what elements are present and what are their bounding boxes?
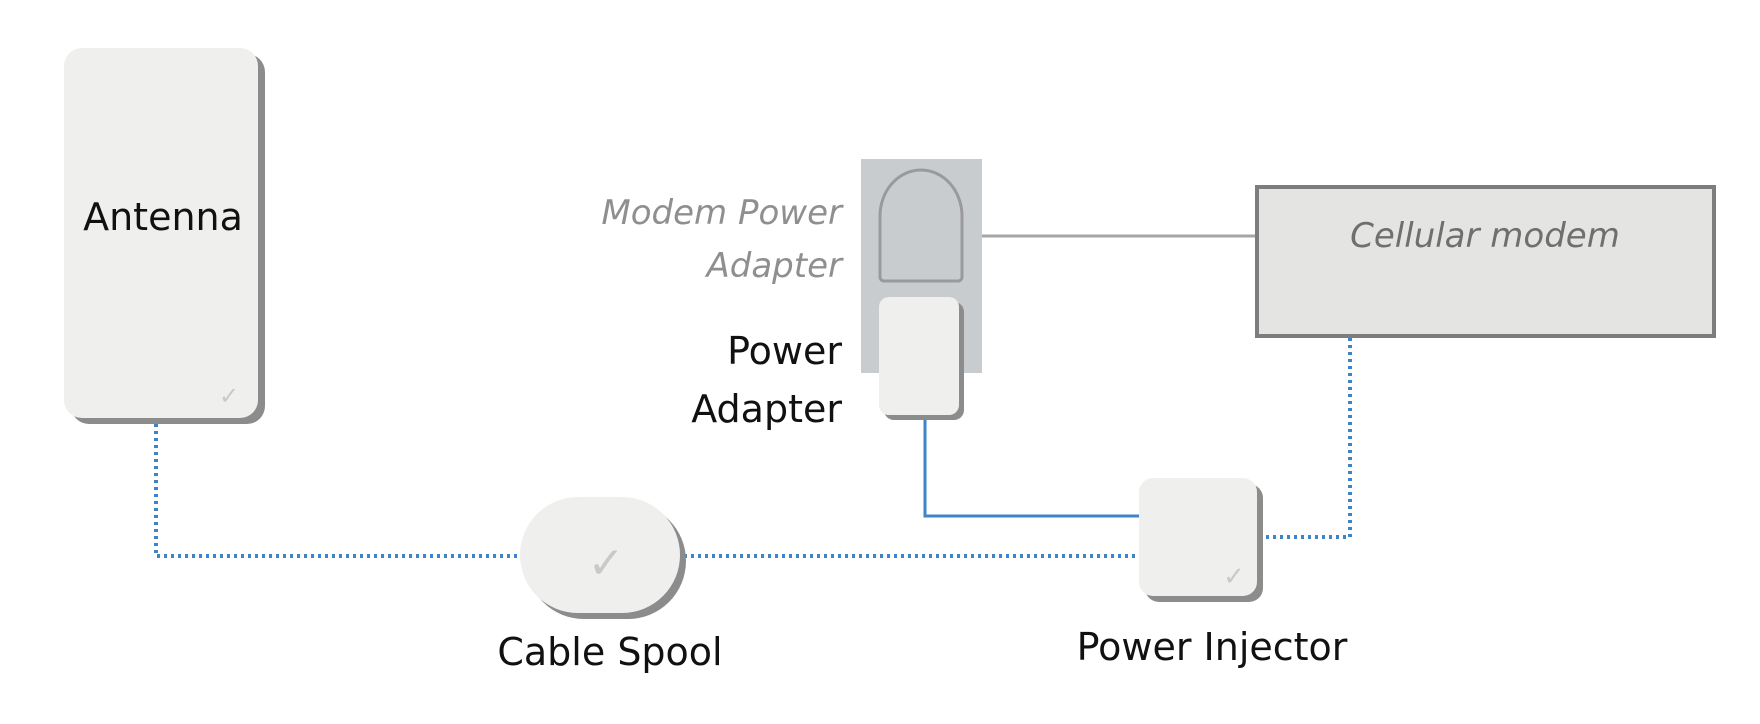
check-icon: ✓ [1223, 562, 1245, 592]
check-icon: ✓ [588, 538, 625, 589]
cable-spool-label: Cable Spool [497, 630, 722, 674]
cellular-modem-body [1255, 185, 1716, 338]
antenna-to-spool-cable [154, 424, 520, 558]
modem-power-adapter-label-line1: Modem Power [601, 193, 844, 233]
cable-spool-body [520, 497, 680, 613]
cable-spool: ✓ Cable Spool [497, 497, 723, 674]
antenna: Antenna ✓ [64, 48, 265, 424]
power-injector-label: Power Injector [1077, 625, 1348, 669]
power-adapter-label-line1: Power [727, 329, 842, 373]
connections [154, 234, 1352, 558]
power-adapter: Power Adapter [691, 297, 964, 431]
check-icon: ✓ [219, 382, 239, 410]
modem-power-adapter: Modem Power Adapter [601, 168, 964, 286]
power-injector: ✓ Power Injector [1077, 478, 1348, 669]
power-adapter-label-line2: Adapter [691, 387, 842, 431]
modem-power-adapter-label-line2: Adapter [705, 246, 845, 286]
injector-to-modem-cable [1266, 336, 1352, 539]
cellular-modem: Cellular modem [1255, 185, 1716, 338]
power-injector-body [1139, 478, 1257, 596]
modem-power-adapter-body [878, 168, 964, 283]
adapter-to-injector-cable [923, 420, 1140, 518]
cellular-modem-label: Cellular modem [1350, 216, 1620, 256]
power-adapter-body [879, 297, 959, 415]
antenna-body [64, 48, 258, 418]
antenna-label: Antenna [83, 195, 243, 239]
